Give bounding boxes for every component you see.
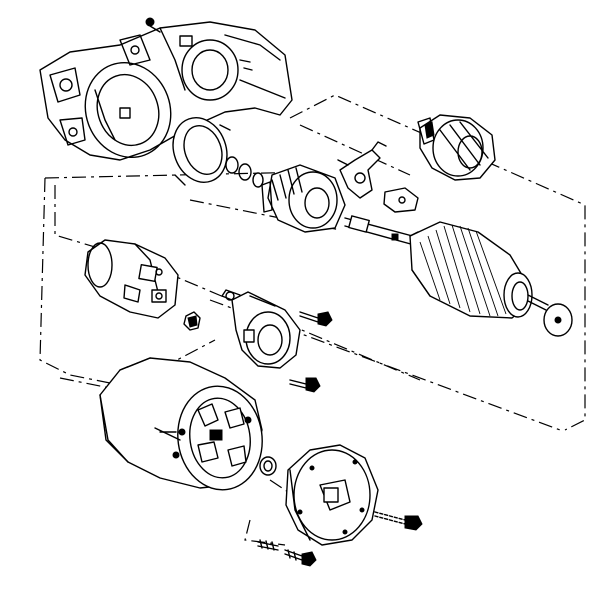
solenoid-nut [183,311,201,331]
armature-thrust-washer [543,303,573,337]
guide-line-bottom [244,519,286,546]
guide-line-left [39,177,121,386]
brush-holder-screw [299,311,333,327]
small-seal-rings [225,156,264,188]
guide-line-left-top [44,171,311,179]
solenoid-switch [84,239,179,319]
guide-line-top [289,94,586,431]
drive-spring-retainer [417,114,496,181]
overrunning-clutch-pinion [261,164,346,233]
armature [344,215,549,319]
field-frame [99,357,263,491]
lever-pivot-plate [383,187,419,213]
spacer [259,456,277,476]
housing-bushing-ring [172,117,231,186]
guide-line-mid-1 [54,185,106,251]
drive-lever-plunger [337,141,387,199]
commutator-end-frame [285,444,379,546]
through-bolts [257,511,423,567]
frame-screw [289,377,321,393]
guide-line-upper-diag [299,124,411,176]
brush-holder [221,289,301,369]
housing-screw [145,17,161,33]
drive-end-housing [39,21,293,161]
